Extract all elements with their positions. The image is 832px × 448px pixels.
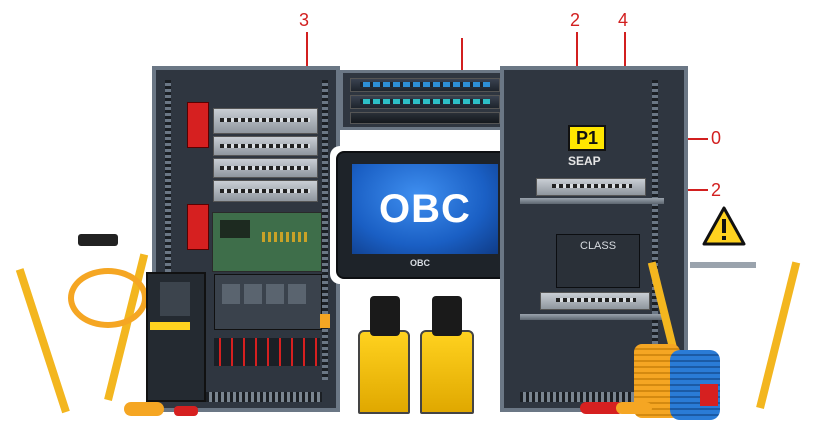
pin-header bbox=[262, 232, 308, 242]
orange-hand-tool bbox=[616, 402, 652, 414]
port-row bbox=[552, 184, 632, 188]
tower-panel bbox=[160, 282, 190, 316]
callout-line-top-center bbox=[461, 38, 463, 78]
orange-cable-coil bbox=[68, 268, 148, 328]
p1-badge-text: P1 bbox=[575, 127, 599, 148]
red-power-module-lower bbox=[187, 204, 209, 250]
callout-line-top-right-b bbox=[624, 32, 626, 82]
port-row bbox=[220, 118, 310, 122]
yellow-ladder-right-b bbox=[756, 261, 801, 409]
blue-port-strip bbox=[360, 82, 490, 87]
camera-left bbox=[370, 296, 400, 336]
tower-warning-tape bbox=[150, 322, 190, 330]
drive-bay bbox=[222, 284, 240, 304]
red-hand-tool bbox=[580, 402, 624, 414]
dark-equipment-tower bbox=[146, 272, 206, 402]
callout-label-top-right-b: 4 bbox=[618, 10, 629, 30]
yellow-case-right bbox=[420, 330, 474, 414]
callout-label-right-lower: 2 bbox=[711, 180, 722, 200]
port-row bbox=[220, 144, 310, 148]
yellow-case-left bbox=[358, 330, 410, 414]
monitor-screen: OBC bbox=[352, 164, 498, 254]
left-cabinet-rail bbox=[165, 80, 171, 380]
teal-port-strip bbox=[360, 99, 490, 104]
right-shelf-2 bbox=[520, 314, 664, 320]
right-shelf-1 bbox=[520, 198, 664, 204]
class-module-label: CLASS bbox=[580, 240, 617, 252]
callout-label-right-upper: 0 bbox=[711, 128, 722, 148]
yellow-ladder-left-leg bbox=[15, 268, 70, 414]
orange-indicator bbox=[320, 314, 330, 328]
p1-badge: P1 bbox=[568, 125, 606, 151]
drive-bay bbox=[288, 284, 306, 304]
monitor-bezel-label: OBC bbox=[410, 258, 430, 268]
drive-bay bbox=[266, 284, 284, 304]
red-tool bbox=[174, 406, 198, 416]
port-row bbox=[556, 298, 636, 302]
class-module bbox=[556, 234, 640, 288]
port-row bbox=[220, 189, 310, 193]
right-cabinet-vent bbox=[520, 392, 660, 402]
spool-red-tag bbox=[700, 384, 718, 406]
camera-right bbox=[432, 296, 462, 336]
warning-triangle-icon bbox=[702, 206, 746, 246]
patch-panel bbox=[214, 338, 320, 366]
red-power-module-upper bbox=[187, 102, 209, 148]
ladder-rung bbox=[690, 262, 756, 268]
port-row bbox=[220, 166, 310, 170]
monitor-brand-text: OBC bbox=[379, 186, 471, 231]
orange-tool bbox=[124, 402, 164, 416]
p1-sub-label: SEAP bbox=[568, 154, 601, 168]
left-cabinet-rail-right bbox=[322, 80, 328, 380]
callout-line-top-left bbox=[306, 32, 308, 82]
ladder-top-cap bbox=[78, 234, 118, 246]
drive-bay bbox=[244, 284, 262, 304]
callout-label-top-left: 3 bbox=[299, 10, 310, 30]
callout-label-top-right-a: 2 bbox=[570, 10, 581, 30]
callout-line-top-right-a bbox=[576, 32, 578, 82]
left-cabinet-vent bbox=[206, 392, 322, 402]
chip bbox=[220, 220, 250, 238]
right-cabinet-rail bbox=[652, 80, 658, 380]
rack-unit-patch-3 bbox=[350, 112, 500, 124]
